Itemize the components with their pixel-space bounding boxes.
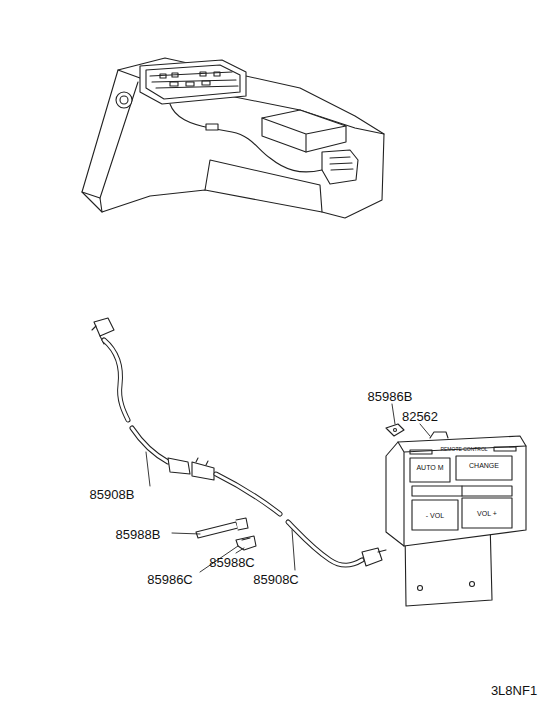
- button-text: AUTO M: [415, 464, 444, 471]
- callout-number: 82562: [400, 409, 440, 424]
- callout-number: 85986C: [145, 572, 195, 587]
- console-illustration: [82, 58, 384, 218]
- button-text: VOL +: [476, 510, 498, 517]
- callout-number: 3L8NF1: [489, 683, 539, 698]
- button-text: - VOL: [425, 512, 445, 519]
- leader-lines: [146, 404, 430, 572]
- button-text: CHANGE: [468, 462, 500, 469]
- control-unit: [386, 424, 526, 606]
- callout-number: 85908B: [88, 487, 137, 502]
- callout-number: 85988B: [114, 527, 163, 542]
- callout-number: 85986B: [366, 389, 415, 404]
- button-text: REMOTE CONTROL: [440, 447, 487, 452]
- wiring-harness: [92, 318, 386, 566]
- callout-number: 85908C: [251, 572, 301, 587]
- callout-number: 85988C: [207, 555, 257, 570]
